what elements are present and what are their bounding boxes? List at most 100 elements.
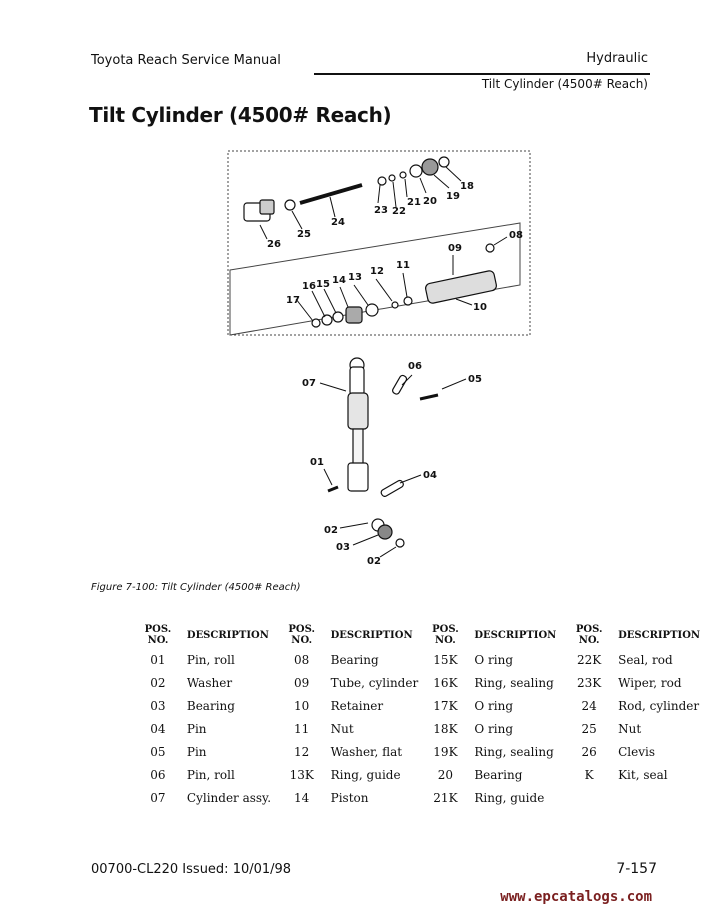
cylinder-tube-part bbox=[425, 270, 497, 304]
description-cell: Pin, roll bbox=[186, 767, 235, 782]
label-15: 15 bbox=[316, 279, 330, 290]
header-description: DESCRIPTION bbox=[186, 629, 269, 641]
pos-no-cell: 10 bbox=[294, 698, 310, 713]
label-19: 19 bbox=[446, 191, 460, 202]
label-20: 20 bbox=[423, 196, 437, 207]
label-21: 21 bbox=[407, 197, 421, 208]
page-title: Tilt Cylinder (4500# Reach) bbox=[89, 103, 392, 127]
header-description: DESCRIPTION bbox=[474, 629, 557, 641]
pos-no-cell: 22K bbox=[577, 652, 602, 667]
description-cell: O ring bbox=[474, 652, 513, 667]
pos-no-cell: 13K bbox=[289, 767, 314, 782]
pos-no-cell: 08 bbox=[294, 652, 310, 667]
label-16: 16 bbox=[302, 281, 316, 292]
footer-doc-issue: 00700-CL220 Issued: 10/01/98 bbox=[91, 862, 292, 877]
description-cell: Rod, cylinder bbox=[618, 698, 700, 713]
description-cell: Clevis bbox=[618, 744, 655, 759]
label-02-bottom: 02 bbox=[367, 556, 381, 567]
label-13: 13 bbox=[348, 272, 362, 283]
header-section: Hydraulic bbox=[586, 51, 648, 66]
pos-no-cell: 12 bbox=[294, 744, 310, 759]
kit-tray bbox=[229, 222, 521, 336]
pos-no-cell: 01 bbox=[150, 652, 166, 667]
label-18: 18 bbox=[460, 181, 474, 192]
header-pos-no: POS. NO. bbox=[288, 624, 315, 646]
label-10: 10 bbox=[473, 302, 487, 313]
pos-no-cell: K bbox=[584, 767, 594, 782]
pos-no-cell: 18K bbox=[433, 721, 458, 736]
pos-no-cell: 06 bbox=[150, 767, 166, 782]
label-22: 22 bbox=[392, 206, 406, 217]
exploded-diagram: 26 25 24 23 22 21 20 19 18 17 16 15 14 1… bbox=[227, 150, 531, 567]
description-cell: O ring bbox=[474, 721, 513, 736]
label-05: 06 bbox=[408, 361, 422, 372]
lower-parts bbox=[311, 243, 497, 328]
pos-no-cell: 02 bbox=[150, 675, 166, 690]
pos-no-cell bbox=[566, 786, 612, 809]
pos-no-cell: 24 bbox=[581, 698, 597, 713]
pos-no-cell: 03 bbox=[150, 698, 166, 713]
label-23: 23 bbox=[374, 205, 388, 216]
header-subsection: Tilt Cylinder (4500# Reach) bbox=[481, 77, 648, 91]
description-cell: Retainer bbox=[330, 698, 384, 713]
description-cell: Tube, cylinder bbox=[330, 675, 419, 690]
pos-no-cell: 20 bbox=[437, 767, 454, 782]
parts-table: POS. NO. DESCRIPTION POS. NO. DESCRIPTIO… bbox=[135, 622, 710, 809]
label-02-top: 02 bbox=[324, 525, 338, 536]
header-description: DESCRIPTION bbox=[330, 629, 413, 641]
description-cell: Pin bbox=[186, 721, 207, 736]
upper-parts bbox=[243, 156, 450, 222]
label-14: 14 bbox=[332, 275, 346, 286]
description-cell bbox=[612, 786, 710, 809]
label-01: 01 bbox=[310, 457, 324, 468]
label-17: 17 bbox=[286, 295, 300, 306]
label-04: 04 bbox=[423, 470, 437, 481]
table-row: 06 Pin, roll 13K Ring, guide 20 Bearing K Kit, … bbox=[135, 763, 710, 786]
rod-part bbox=[299, 183, 363, 205]
description-cell: Washer bbox=[186, 675, 233, 690]
header-manual-title: Toyota Reach Service Manual bbox=[91, 53, 281, 68]
description-cell: Ring, guide bbox=[330, 767, 401, 782]
header-rule bbox=[314, 73, 650, 75]
figure-caption: Figure 7-100: Tilt Cylinder (4500# Reach… bbox=[91, 582, 301, 593]
leader-lines bbox=[259, 166, 508, 558]
description-cell: Ring, sealing bbox=[474, 675, 554, 690]
footer-page-number: 7-157 bbox=[616, 861, 657, 877]
nut-part bbox=[284, 199, 296, 211]
label-06: 05 bbox=[468, 374, 482, 385]
description-cell: Washer, flat bbox=[330, 744, 403, 759]
label-11: 11 bbox=[396, 260, 410, 271]
label-09: 09 bbox=[448, 243, 462, 254]
pos-no-cell: 11 bbox=[294, 721, 310, 736]
pos-no-cell: 15K bbox=[433, 652, 458, 667]
description-cell: Kit, seal bbox=[618, 767, 668, 782]
label-26: 26 bbox=[267, 239, 281, 250]
description-cell: Ring, guide bbox=[474, 790, 545, 805]
pos-no-cell: 05 bbox=[150, 744, 166, 759]
label-24: 24 bbox=[331, 217, 345, 228]
pos-no-cell: 23K bbox=[577, 675, 602, 690]
label-03: 03 bbox=[336, 542, 350, 553]
label-12: 12 bbox=[370, 266, 384, 277]
description-cell: Cylinder assy. bbox=[186, 790, 272, 805]
pos-no-cell: 21K bbox=[433, 790, 458, 805]
pos-no-cell: 26 bbox=[581, 744, 597, 759]
label-25: 25 bbox=[297, 229, 311, 240]
description-cell: Wiper, rod bbox=[618, 675, 682, 690]
pos-no-cell: 25 bbox=[581, 721, 597, 736]
description-cell: O ring bbox=[474, 698, 513, 713]
pos-no-cell: 04 bbox=[150, 721, 166, 736]
description-cell: Ring, sealing bbox=[474, 744, 554, 759]
description-cell: Bearing bbox=[474, 767, 523, 782]
description-cell: Pin, roll bbox=[186, 652, 235, 667]
description-cell: Bearing bbox=[186, 698, 235, 713]
pos-no-cell: 09 bbox=[294, 675, 310, 690]
header-description: DESCRIPTION bbox=[618, 629, 701, 641]
description-cell: Nut bbox=[330, 721, 354, 736]
